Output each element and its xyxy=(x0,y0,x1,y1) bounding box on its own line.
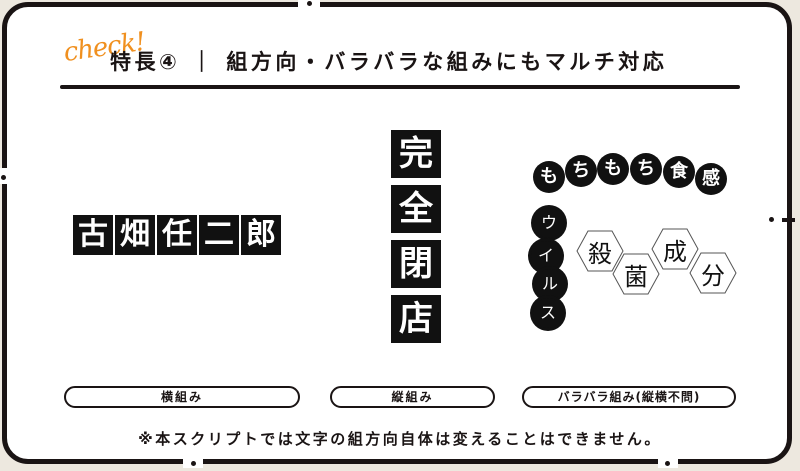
horizontal-sample: 古 畑 任 二 郎 xyxy=(73,215,281,255)
border-dot xyxy=(1,175,6,180)
footer-note: ※本スクリプトでは文字の組方向自体は変えることはできません。 xyxy=(138,430,662,448)
char-splat: ス xyxy=(533,298,563,328)
char-circle: 食 xyxy=(663,156,695,188)
char-splat: ウ xyxy=(534,208,564,238)
char-box: 完 xyxy=(391,130,441,178)
hex-char: 殺 xyxy=(588,239,612,268)
border-dot xyxy=(191,461,196,466)
border-tick xyxy=(782,218,795,222)
char-circle: ち xyxy=(630,153,662,185)
char-box: 閉 xyxy=(391,240,441,288)
page-title: 特長④ ｜ 組方向・バラバラな組みにもマルチ対応 xyxy=(110,50,668,74)
scattered-mochi: も ち も ち 食 感 xyxy=(533,153,733,195)
char-splat: ル xyxy=(535,269,565,299)
hex-char: 菌 xyxy=(624,262,648,291)
char-box: 郎 xyxy=(241,215,281,255)
header-rule xyxy=(60,85,740,89)
char-box: 古 xyxy=(73,215,113,255)
char-hex: 殺 xyxy=(576,230,624,272)
char-box: 店 xyxy=(391,295,441,343)
char-hex: 分 xyxy=(689,252,737,294)
char-box: 畑 xyxy=(115,215,155,255)
char-hex: 成 xyxy=(651,228,699,270)
scattered-virus: ウ イ ル ス xyxy=(528,205,568,328)
border-dot xyxy=(665,461,670,466)
label-vertical: 縦組み xyxy=(330,386,495,408)
label-scattered: バラバラ組み(縦横不問) xyxy=(522,386,736,408)
char-splat: イ xyxy=(531,241,561,271)
vertical-sample: 完 全 閉 店 xyxy=(391,130,441,343)
char-circle: も xyxy=(597,153,629,185)
char-circle: 感 xyxy=(695,163,727,195)
border-dot xyxy=(307,1,312,6)
char-box: 任 xyxy=(157,215,197,255)
char-circle: ち xyxy=(565,155,597,187)
section-header: check! 特長④ ｜ 組方向・バラバラな組みにもマルチ対応 xyxy=(60,27,740,90)
char-box: 全 xyxy=(391,185,441,233)
label-horizontal: 横組み xyxy=(64,386,300,408)
char-circle: も xyxy=(533,161,565,193)
char-box: 二 xyxy=(199,215,239,255)
hex-char: 成 xyxy=(663,237,687,266)
border-dot xyxy=(769,217,774,222)
hex-char: 分 xyxy=(701,261,725,290)
char-hex: 菌 xyxy=(612,253,660,295)
